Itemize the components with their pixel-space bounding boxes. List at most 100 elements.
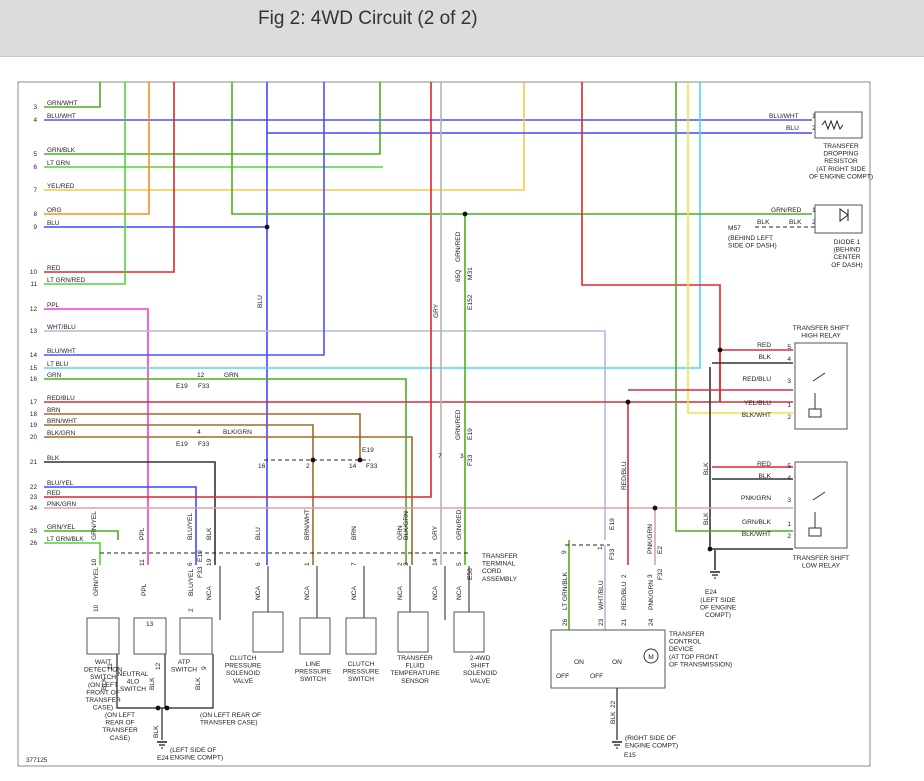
label-pin3: 3 xyxy=(460,453,464,460)
clutch-switch xyxy=(345,617,377,655)
device-wire-21: RED/BLU xyxy=(621,581,628,610)
diode-conn: M57 xyxy=(728,225,741,232)
wire-blu-wht-2 xyxy=(44,82,325,356)
figure-number: 377125 xyxy=(26,757,48,764)
cord-pin-6: 7 xyxy=(351,562,358,566)
circuit-label-15: LT BLU xyxy=(47,361,68,368)
circuit-number-15: 15 xyxy=(30,365,38,372)
device-blk22: 22 xyxy=(610,700,617,708)
splice-dot xyxy=(164,705,170,711)
cord-nca-3: NCA xyxy=(351,585,358,600)
circuit-label-25: GRN/YEL xyxy=(47,524,76,531)
temp-sensor xyxy=(397,611,429,653)
cord-nca-4: NCA xyxy=(397,585,404,600)
wire-red-2 xyxy=(44,82,432,498)
high-relay-wire-5: RED xyxy=(757,342,771,349)
neutral-pin: 13 xyxy=(146,621,154,628)
splice-dot xyxy=(625,399,631,405)
wire-org xyxy=(44,82,150,215)
wire-brn-wht xyxy=(44,424,314,565)
splice-dot xyxy=(357,457,363,463)
high-relay-pin-3: 3 xyxy=(787,378,791,385)
title-bar: Fig 2: 4WD Circuit (2 of 2) xyxy=(0,0,924,57)
wire-red-blu xyxy=(44,349,793,403)
label-65q: 65Q xyxy=(455,270,462,282)
ground-e24-right-id: E24 xyxy=(705,589,717,596)
switch-on-2: ON xyxy=(612,659,622,666)
wire-blu-yel xyxy=(44,486,197,565)
circuit-number-9: 9 xyxy=(33,224,37,231)
circuit-label-8: ORG xyxy=(47,207,62,214)
device-f32: F32 xyxy=(657,568,664,580)
motor-icon xyxy=(643,648,659,664)
splice-dot xyxy=(462,211,468,217)
atp-switch xyxy=(179,617,213,655)
neutral-switch xyxy=(133,617,167,655)
page-title: Fig 2: 4WD Circuit (2 of 2) xyxy=(258,8,478,29)
circuit-label-22: BLU/YEL xyxy=(47,480,74,487)
device-conn1: 1 xyxy=(597,546,604,550)
wire-grn-blk-right xyxy=(675,82,793,532)
cord-wire-2: BLU/YEL xyxy=(187,513,194,540)
low-relay-pin-4: 4 xyxy=(787,475,791,482)
wire-grn-yel xyxy=(44,530,119,540)
cord-pin-3: 19 xyxy=(206,558,213,566)
cord-nca-6: NCA xyxy=(456,585,463,600)
circuit-number-20: 20 xyxy=(30,434,38,441)
splice-dot xyxy=(310,457,316,463)
switch-off-2: OFF xyxy=(590,673,603,680)
switch-on-1: ON xyxy=(574,659,584,666)
cord-wire-7: GRN xyxy=(397,525,404,540)
cord-wire-5: BRN/WHT xyxy=(304,509,311,540)
circuit-label-11: LT GRN/RED xyxy=(47,277,85,284)
blk-9: 9 xyxy=(201,666,208,670)
label-pin2: 2 xyxy=(306,463,310,470)
cord-pin-2: 6 xyxy=(187,562,194,566)
low-relay-wire-1: GRN/BLK xyxy=(742,519,772,526)
diode-wire1: GRN/RED xyxy=(771,207,802,214)
high-relay-switch xyxy=(808,372,826,418)
wire-grn-wht xyxy=(44,82,101,108)
low-relay-pin-5: 5 xyxy=(787,463,791,470)
circuit-label-23: RED xyxy=(47,490,61,497)
circuit-number-5: 5 xyxy=(33,151,37,158)
cord-pin-9: 14 xyxy=(432,558,439,566)
label-c16-f33: F33 xyxy=(198,383,210,390)
circuit-label-19: BRN/WHT xyxy=(47,418,77,425)
control-device xyxy=(550,629,666,689)
resistor-pin2: 2 xyxy=(812,125,816,132)
right-blk-label: BLK xyxy=(703,462,710,475)
dropping-resistor xyxy=(814,111,863,139)
resistor-symbol xyxy=(821,119,844,131)
circuit-label-5: GRN/BLK xyxy=(47,147,76,154)
circuit-label-16: GRN xyxy=(47,372,62,379)
low-relay-box xyxy=(794,461,848,549)
line-switch xyxy=(299,617,331,655)
device-pin-26: 26 xyxy=(562,618,569,626)
label-pin14: 14 xyxy=(349,463,357,470)
circuit-label-10: RED xyxy=(47,265,61,272)
cord-wire-9: GRY xyxy=(432,525,439,540)
device-pin-24: 24 xyxy=(648,618,655,626)
high-relay-wire-1: YEL/BLU xyxy=(744,400,771,407)
blk-b: BLK xyxy=(149,677,156,690)
high-relay-pin-1: 1 xyxy=(787,402,791,409)
low-relay-wire-3: PNK/GRN xyxy=(741,495,771,502)
label-c20-wire: BLK/GRN xyxy=(223,429,252,436)
wire-lt-grn-blk xyxy=(44,542,101,565)
circuit-label-24: PNK/GRN xyxy=(47,501,77,508)
device-conn2: 2 xyxy=(621,574,628,578)
wire-red-blu-right xyxy=(628,389,793,403)
splice-dot xyxy=(264,224,270,230)
label-vert-grn-red: GRN/RED xyxy=(455,231,462,262)
high-relay-box xyxy=(794,342,848,430)
device-conn3: 3 xyxy=(647,574,654,578)
circuit-number-19: 19 xyxy=(30,422,38,429)
low-relay-wire-5: RED xyxy=(757,461,771,468)
